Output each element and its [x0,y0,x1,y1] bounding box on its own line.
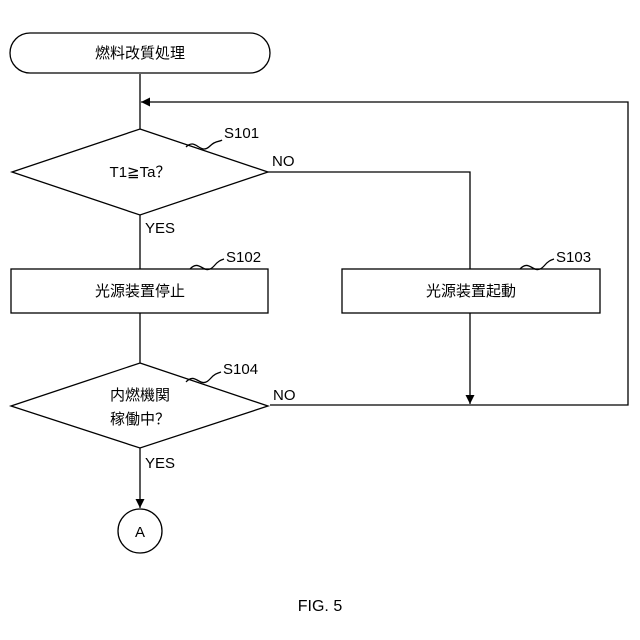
process-s103-label: 光源装置起動 [426,282,516,300]
decision-s101-label: T1≧Ta？ [110,164,171,181]
step-label-s101: S101 [224,125,259,142]
decision-s104-label-line2: 稼働中？ [110,410,170,428]
connector-a-label: A [135,524,145,541]
start-terminal-label: 燃料改質処理 [95,44,185,62]
step-label-s103: S103 [556,249,591,266]
decision-s104-label-line1: 内燃機関 [110,386,170,404]
loop-back-line [141,102,628,405]
figure-caption: FIG. 5 [298,598,343,615]
no-label-s101: NO [272,153,295,170]
process-s102-label: 光源装置停止 [95,282,185,300]
no-label-s104: NO [273,387,296,404]
step-label-s102: S102 [226,249,261,266]
step-leader-s103 [520,259,554,270]
step-leader-s102 [190,259,224,270]
no-branch-line-s101 [268,172,470,269]
yes-label-s104: YES [145,455,175,472]
step-label-s104: S104 [223,361,258,378]
yes-label-s101: YES [145,220,175,237]
